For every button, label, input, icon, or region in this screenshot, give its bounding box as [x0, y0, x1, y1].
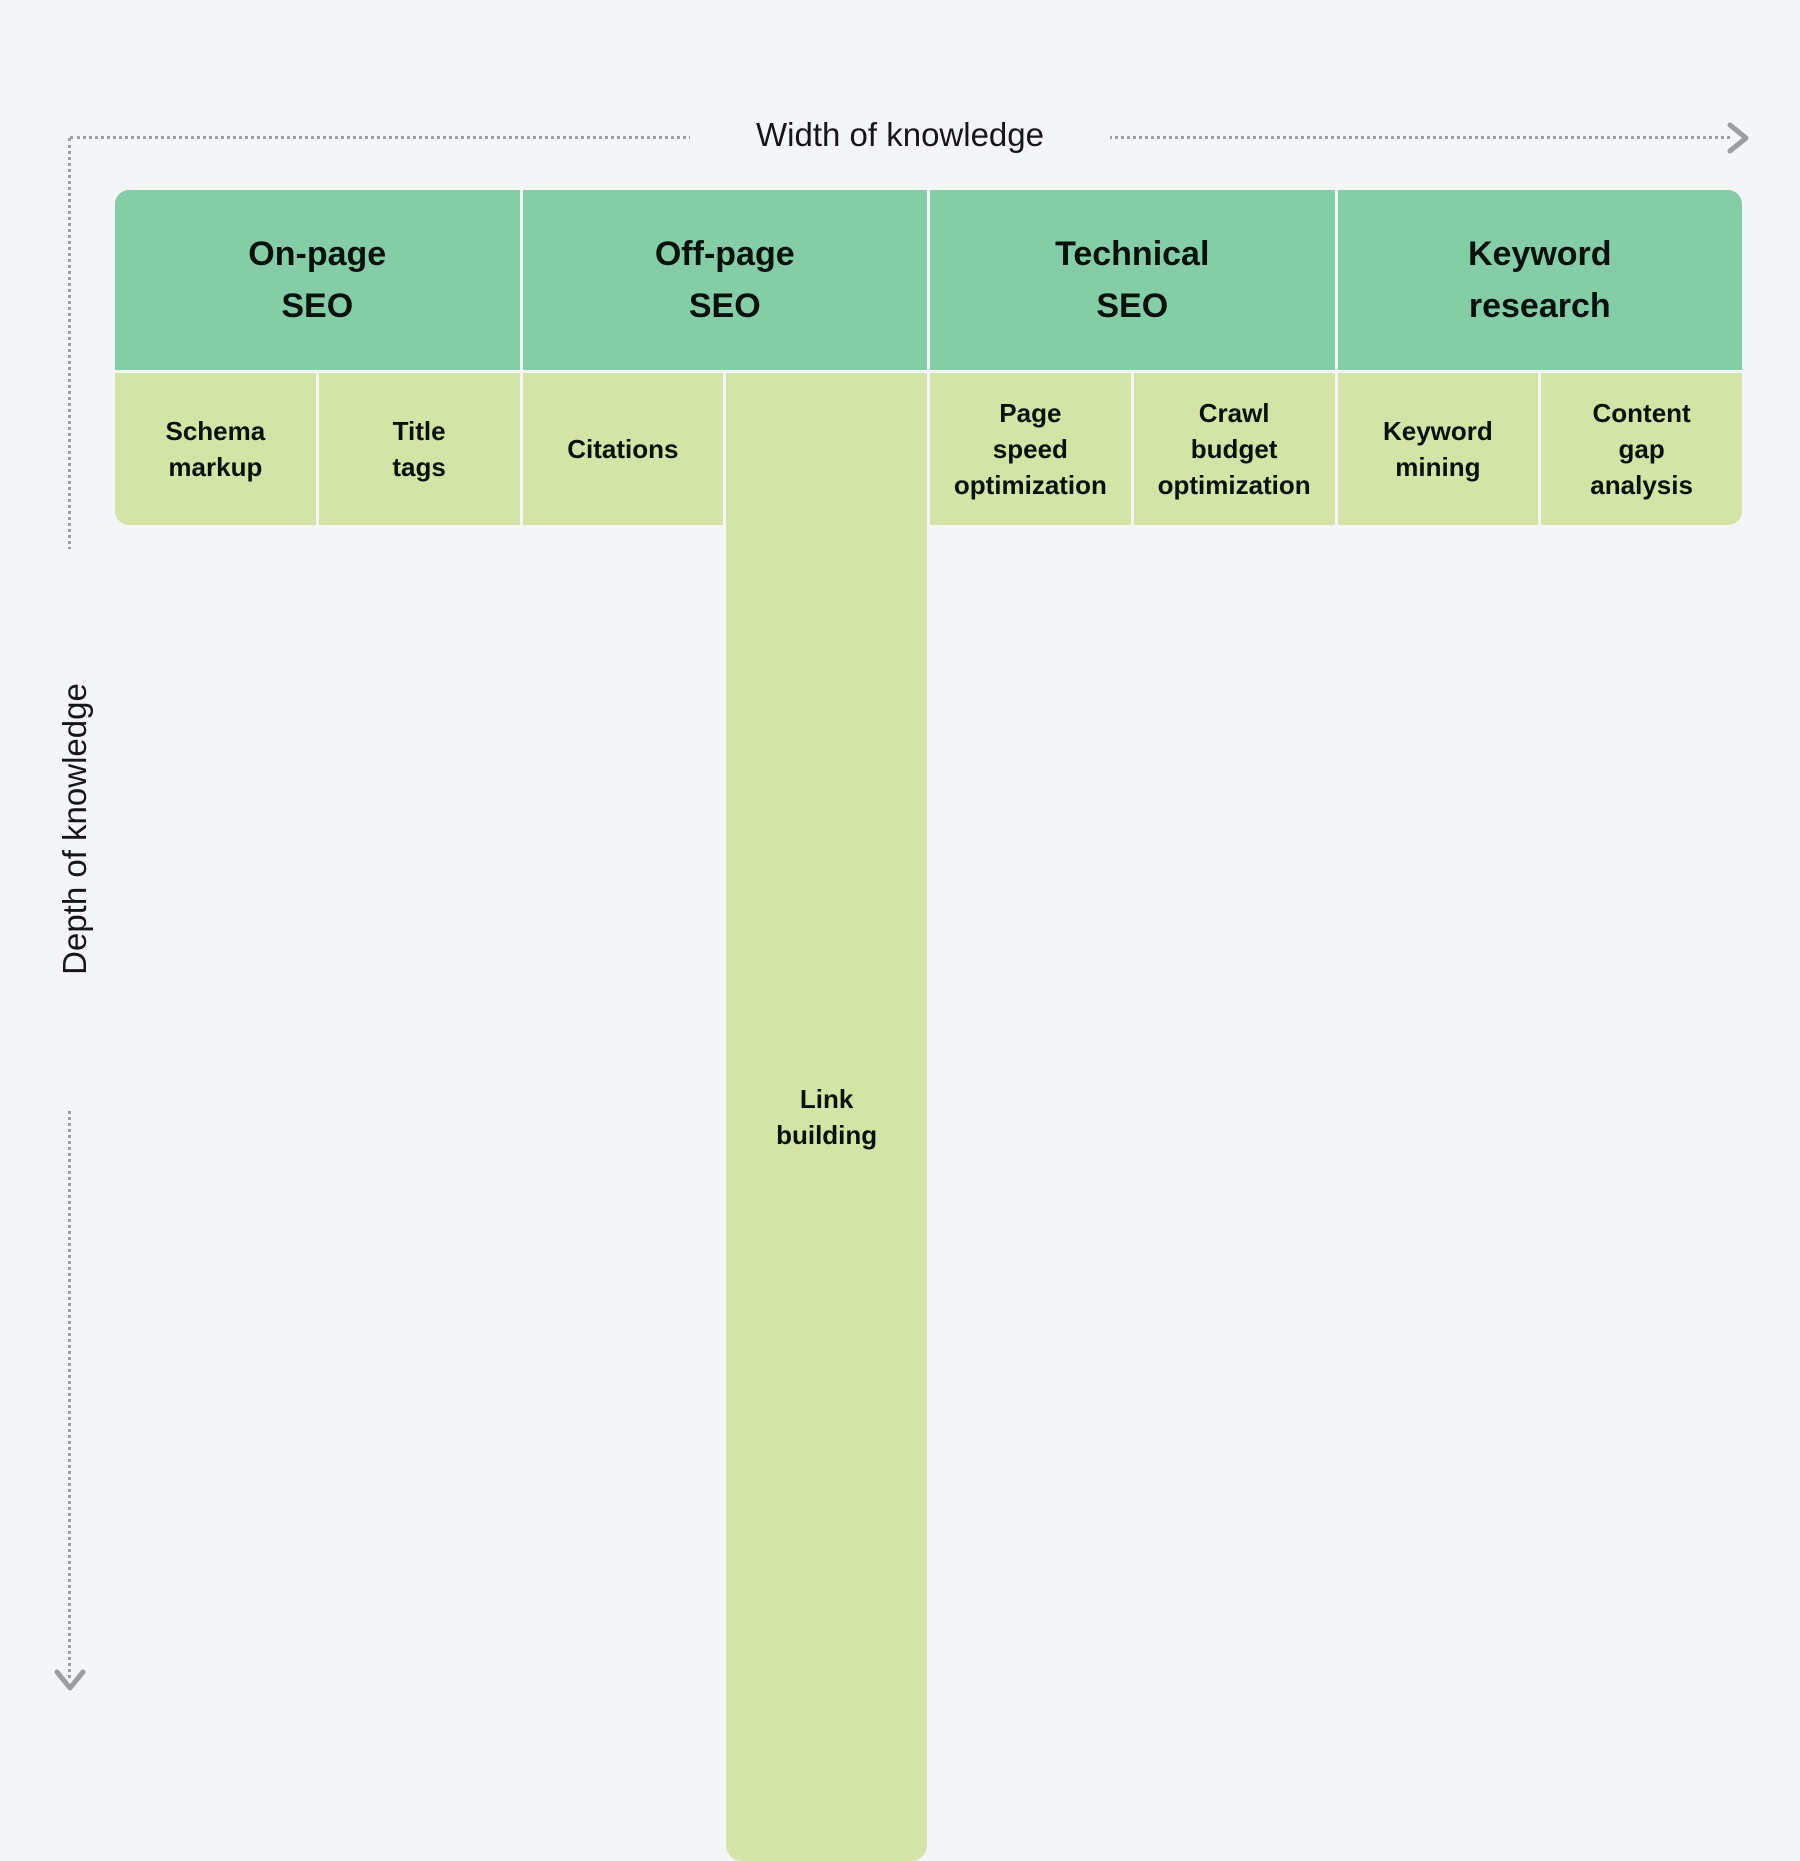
- skill-cell[interactable]: Keyword mining: [1337, 373, 1539, 525]
- skill-cell-deep[interactable]: Link building: [726, 373, 927, 1861]
- width-axis-label: Width of knowledge: [690, 112, 1110, 158]
- pillar-cell[interactable]: Keyword research: [1337, 190, 1742, 370]
- pillar-row: On-page SEO Off-page SEO Technical SEO K…: [115, 190, 1742, 370]
- skill-cell[interactable]: Title tags: [318, 373, 520, 525]
- depth-axis-label: Depth of knowledge: [46, 549, 104, 1109]
- skill-cell[interactable]: Crawl budget optimization: [1133, 373, 1335, 525]
- diagram-canvas: Width of knowledge Depth of knowledge On…: [46, 112, 1760, 1861]
- skill-cell[interactable]: Content gap analysis: [1541, 373, 1742, 525]
- skill-row: Schema markup Title tags Citations Link …: [115, 373, 1742, 1861]
- pillar-cell[interactable]: Technical SEO: [930, 190, 1335, 370]
- skill-cell[interactable]: Schema markup: [115, 373, 316, 525]
- chevron-right-icon: [1716, 116, 1760, 165]
- knowledge-matrix: On-page SEO Off-page SEO Technical SEO K…: [115, 190, 1742, 1861]
- skill-cell[interactable]: Page speed optimization: [930, 373, 1131, 525]
- pillar-cell[interactable]: On-page SEO: [115, 190, 520, 370]
- pillar-cell[interactable]: Off-page SEO: [522, 190, 927, 370]
- skill-cell[interactable]: Citations: [522, 373, 724, 525]
- chevron-down-icon: [48, 1658, 92, 1707]
